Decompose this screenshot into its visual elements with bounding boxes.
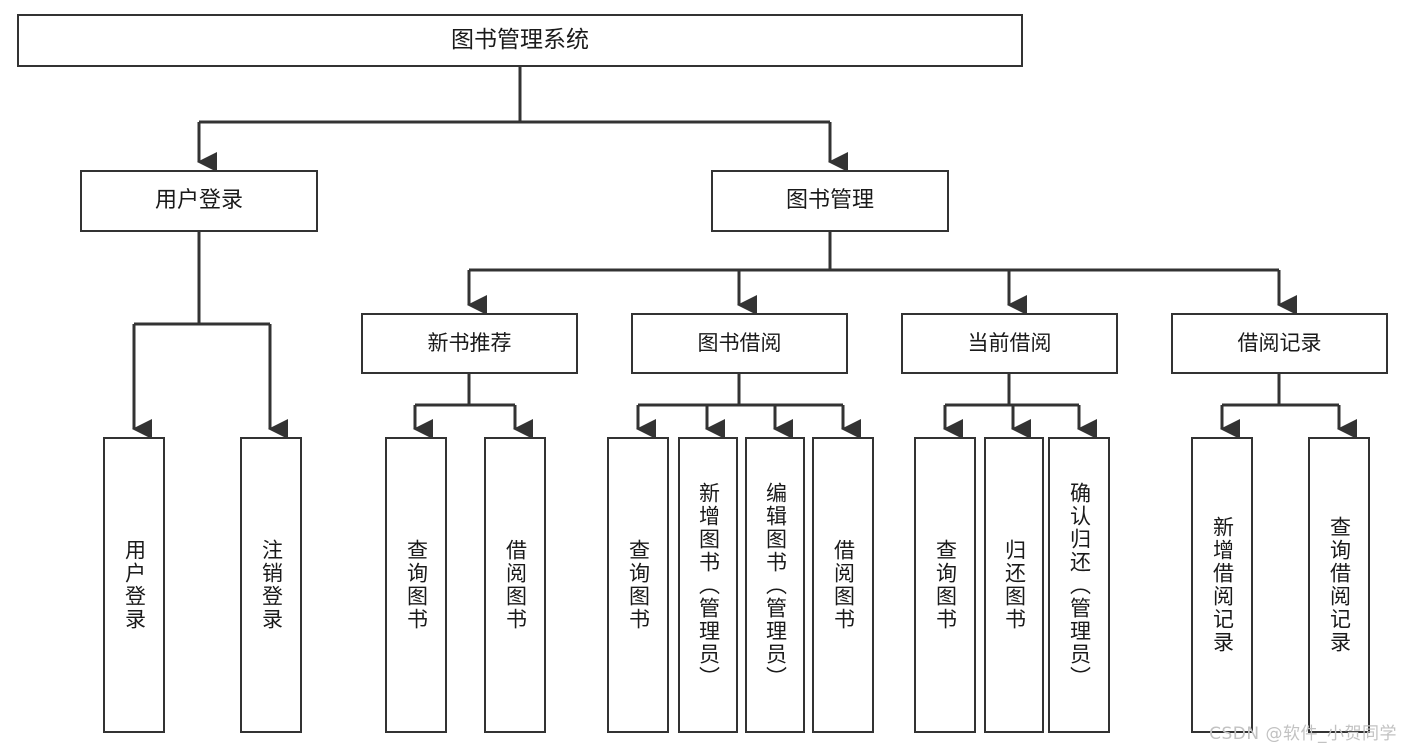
node-book-management[interactable]: 图书管理 bbox=[711, 170, 949, 232]
leaf-edit-book[interactable]: 编辑图书（管理员） bbox=[745, 437, 805, 733]
leaf-query-record-label: 查询借阅记录 bbox=[1327, 516, 1352, 654]
leaf-add-book[interactable]: 新增图书（管理员） bbox=[678, 437, 738, 733]
leaf-edit-book-label: 编辑图书（管理员） bbox=[763, 481, 788, 689]
node-book-management-label: 图书管理 bbox=[785, 187, 874, 213]
leaf-logout-login[interactable]: 注销登录 bbox=[240, 437, 302, 733]
node-current-borrow[interactable]: 当前借阅 bbox=[901, 313, 1118, 374]
leaf-return-book[interactable]: 归还图书 bbox=[984, 437, 1044, 733]
node-current-borrow-label: 当前借阅 bbox=[967, 330, 1052, 355]
leaf-return-book-label: 归还图书 bbox=[1002, 539, 1027, 631]
leaf-query-book-3[interactable]: 查询图书 bbox=[914, 437, 976, 733]
leaf-query-book-2[interactable]: 查询图书 bbox=[607, 437, 669, 733]
leaf-query-record[interactable]: 查询借阅记录 bbox=[1308, 437, 1370, 733]
node-root-label: 图书管理系统 bbox=[451, 26, 589, 53]
node-book-borrow[interactable]: 图书借阅 bbox=[631, 313, 848, 374]
leaf-borrow-book-2-label: 借阅图书 bbox=[831, 539, 856, 631]
node-new-book-recommend[interactable]: 新书推荐 bbox=[361, 313, 578, 374]
node-root[interactable]: 图书管理系统 bbox=[17, 14, 1023, 67]
leaf-confirm-return-label: 确认归还（管理员） bbox=[1067, 481, 1092, 689]
node-user-login-label: 用户登录 bbox=[154, 187, 243, 213]
leaf-confirm-return[interactable]: 确认归还（管理员） bbox=[1048, 437, 1110, 733]
node-borrow-record-label: 借阅记录 bbox=[1237, 330, 1322, 355]
leaf-borrow-book-1-label: 借阅图书 bbox=[503, 539, 528, 631]
leaf-query-book-1[interactable]: 查询图书 bbox=[385, 437, 447, 733]
leaf-query-book-3-label: 查询图书 bbox=[933, 539, 958, 631]
leaf-logout-login-label: 注销登录 bbox=[259, 539, 284, 631]
leaf-query-book-1-label: 查询图书 bbox=[404, 539, 429, 631]
leaf-user-login[interactable]: 用户登录 bbox=[103, 437, 165, 733]
leaf-add-book-label: 新增图书（管理员） bbox=[696, 481, 721, 689]
leaf-add-record[interactable]: 新增借阅记录 bbox=[1191, 437, 1253, 733]
leaf-borrow-book-1[interactable]: 借阅图书 bbox=[484, 437, 546, 733]
node-user-login[interactable]: 用户登录 bbox=[80, 170, 318, 232]
node-book-borrow-label: 图书借阅 bbox=[697, 330, 782, 355]
leaf-add-record-label: 新增借阅记录 bbox=[1210, 516, 1235, 654]
leaf-borrow-book-2[interactable]: 借阅图书 bbox=[812, 437, 874, 733]
node-new-book-recommend-label: 新书推荐 bbox=[427, 330, 512, 355]
leaf-user-login-label: 用户登录 bbox=[122, 539, 147, 631]
node-borrow-record[interactable]: 借阅记录 bbox=[1171, 313, 1388, 374]
leaf-query-book-2-label: 查询图书 bbox=[626, 539, 651, 631]
